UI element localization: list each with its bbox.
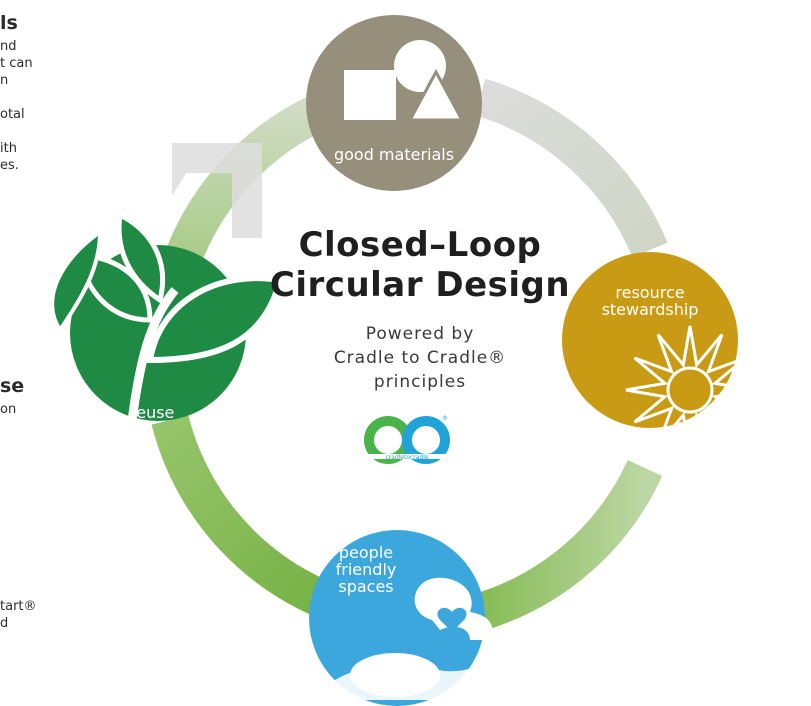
resource-stewardship-node [562,252,755,455]
faded-arrow-icon [172,143,262,238]
side-line: on [0,402,17,417]
side-line: otal [0,107,25,122]
people-friendly-line-1: people [338,543,394,562]
svg-text:®: ® [442,415,448,422]
people-friendly-spaces-label: people friendly spaces [322,544,410,595]
sun-icon [625,325,755,455]
hub-subtitle-line-2: Cradle to Cradle® [333,348,507,368]
side-text-block-1: ls nd t can n otal ith es. [0,12,33,174]
hub-subtitle-line-3: principles [373,372,467,392]
logo-caption: cradletocradle [385,454,429,461]
people-friendly-spaces-node [309,530,493,706]
good-materials-node [306,15,482,191]
hub-title-line-1: Closed–Loop [298,225,542,265]
good-materials-label: good materials [333,145,455,164]
side-heading-2: se [0,375,25,397]
resource-stewardship-line-1: resource [615,283,685,302]
side-line: es. [0,158,19,173]
side-text-block-2: se on [0,375,24,418]
cradle-to-cradle-logo-icon: cradletocradle ® [364,415,450,464]
reuse-node [50,211,284,422]
side-text-block-3: tart® d [0,598,37,632]
people-friendly-line-3: spaces [338,577,394,596]
ring-arc-top-right [474,78,668,258]
side-line: t can [0,56,33,71]
side-line: ith [0,141,17,156]
hub-title: Closed–Loop Circular Design [230,225,610,305]
resource-stewardship-line-2: stewardship [601,300,699,319]
sun-core [666,366,714,414]
hub-subtitle-line-1: Powered by [365,324,475,344]
resource-stewardship-label: resource stewardship [580,284,720,318]
side-line: n [0,73,9,88]
side-line: d [0,616,9,631]
side-line: tart® [0,599,37,614]
side-heading-1: ls [0,12,18,34]
ring-arc-bottom-right [474,459,663,631]
side-line: nd [0,39,17,54]
hub-subtitle: Powered by Cradle to Cradle® principles [270,322,570,394]
sun-rays [625,325,755,455]
hub-title-line-2: Circular Design [269,265,571,305]
people-friendly-line-2: friendly [335,560,397,579]
reuse-label: reuse [130,403,175,422]
